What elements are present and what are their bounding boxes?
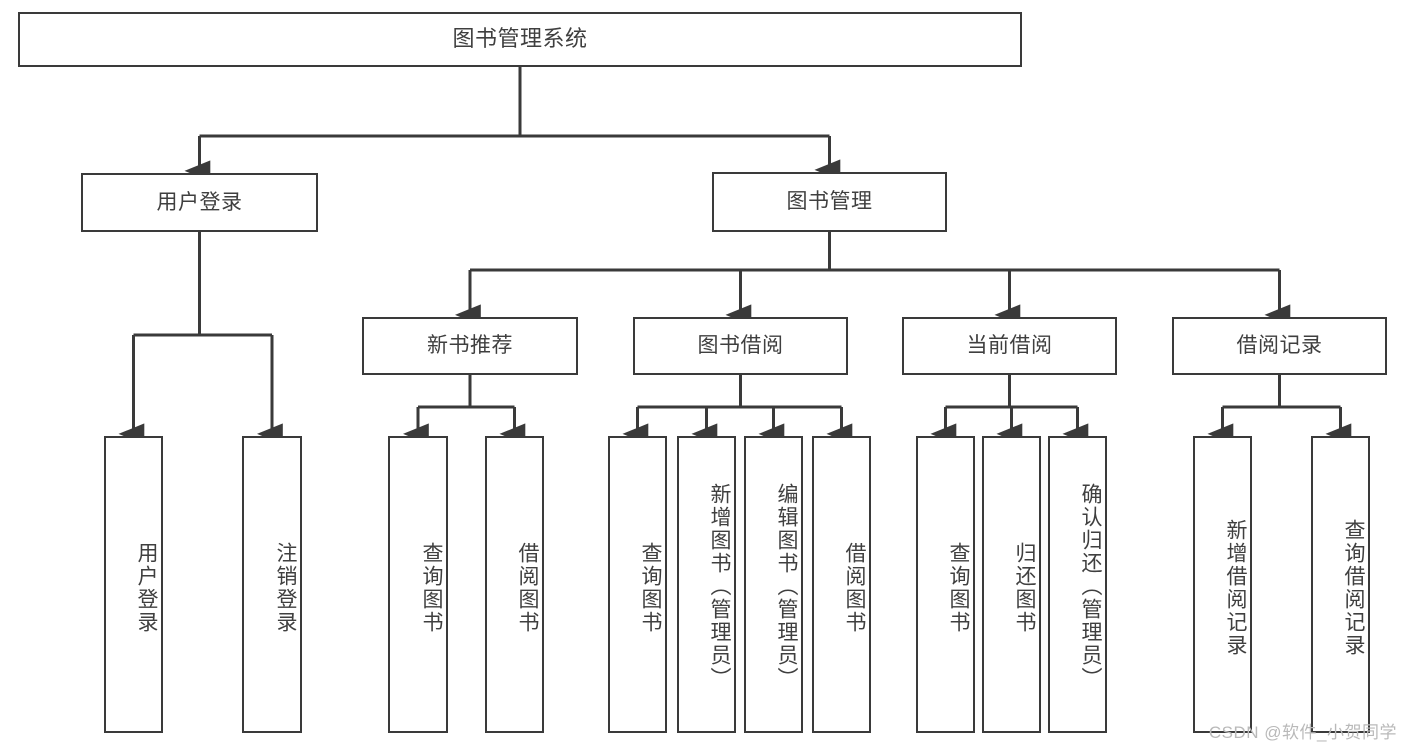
node-leaf-logout[interactable]: 注销登录	[242, 436, 302, 733]
node-label: 确认归还（管理员）	[1079, 482, 1102, 690]
node-borrow-record[interactable]: 借阅记录	[1172, 317, 1387, 375]
node-label: 借阅图书	[516, 541, 539, 634]
node-label: 新增图书（管理员）	[708, 482, 731, 690]
watermark: CSDN @软件_小贺同学	[1208, 723, 1397, 742]
node-leaf-add-record[interactable]: 新增借阅记录	[1193, 436, 1252, 733]
node-label: 借阅记录	[1236, 334, 1323, 358]
node-current-borrow[interactable]: 当前借阅	[902, 317, 1117, 375]
node-label: 借阅图书	[843, 541, 866, 634]
node-label: 图书管理	[786, 190, 873, 214]
node-leaf-query-record[interactable]: 查询借阅记录	[1311, 436, 1370, 733]
node-leaf-edit-book[interactable]: 编辑图书（管理员）	[744, 436, 803, 733]
node-leaf-borrow-book-2[interactable]: 借阅图书	[812, 436, 871, 733]
node-leaf-query-book-1[interactable]: 查询图书	[388, 436, 448, 733]
node-label: 用户登录	[156, 190, 243, 214]
node-label: 归还图书	[1013, 541, 1036, 634]
node-root[interactable]: 图书管理系统	[18, 12, 1022, 67]
node-label: 新书推荐	[427, 334, 513, 358]
node-label: 查询借阅记录	[1342, 518, 1365, 657]
node-label: 查询图书	[420, 541, 443, 634]
node-label: 当前借阅	[966, 334, 1053, 358]
node-label: 编辑图书（管理员）	[775, 482, 798, 690]
node-leaf-add-book[interactable]: 新增图书（管理员）	[677, 436, 736, 733]
node-leaf-confirm-return[interactable]: 确认归还（管理员）	[1048, 436, 1107, 733]
node-book-manage[interactable]: 图书管理	[712, 172, 947, 232]
node-leaf-query-book-2[interactable]: 查询图书	[608, 436, 667, 733]
node-label: 用户登录	[135, 541, 158, 634]
node-new-book-recommend[interactable]: 新书推荐	[362, 317, 578, 375]
node-label: 图书借阅	[697, 334, 784, 358]
node-label: 图书管理系统	[452, 26, 588, 52]
node-label: 注销登录	[274, 541, 297, 634]
node-label: 查询图书	[639, 541, 662, 634]
node-book-borrow[interactable]: 图书借阅	[633, 317, 848, 375]
node-leaf-return-book[interactable]: 归还图书	[982, 436, 1041, 733]
node-label: 查询图书	[947, 541, 970, 634]
node-leaf-borrow-book-1[interactable]: 借阅图书	[485, 436, 544, 733]
node-leaf-query-book-3[interactable]: 查询图书	[916, 436, 975, 733]
node-user-login[interactable]: 用户登录	[81, 173, 318, 232]
node-leaf-user-login[interactable]: 用户登录	[104, 436, 163, 733]
node-label: 新增借阅记录	[1224, 518, 1247, 657]
